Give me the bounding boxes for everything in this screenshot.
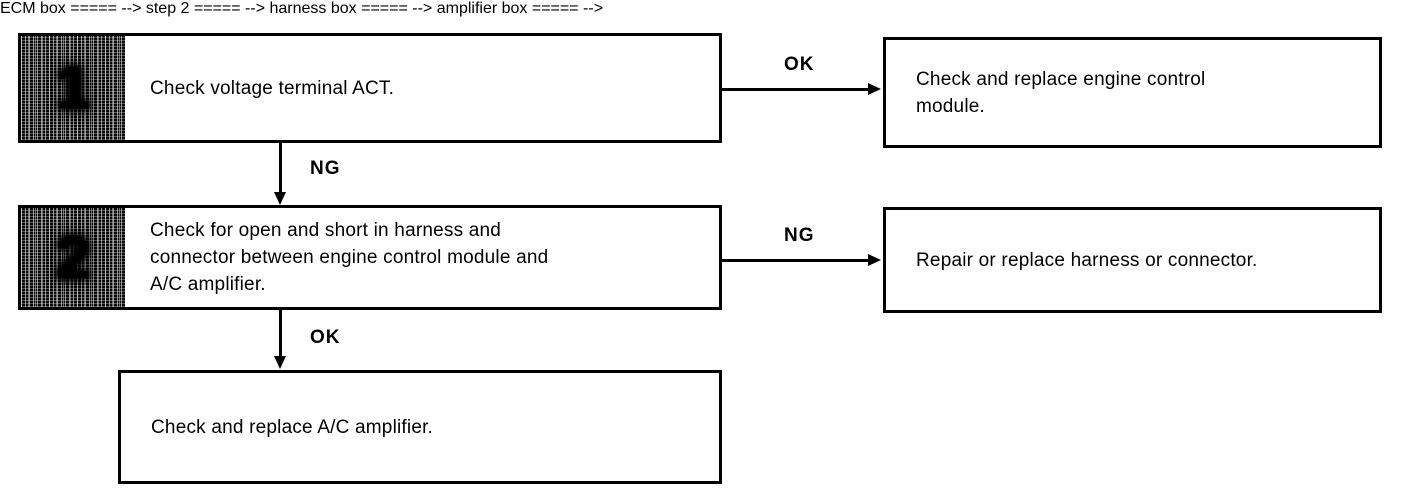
flow-node-result-ecm[interactable]: Check and replace engine control module. (883, 37, 1382, 148)
edge-step1-to-ecm-line (722, 88, 870, 91)
result-harness-text: Repair or replace harness or connector. (916, 249, 1258, 271)
edge-label-step2-to-harness: NG (784, 225, 815, 246)
edge-step2-to-amplifier-line (279, 310, 282, 358)
result-amplifier-text: Check and replace A/C amplifier. (151, 416, 434, 438)
step-2-text: Check for open and short in harness and … (150, 220, 549, 295)
edge-step1-to-step2-arrowhead (274, 192, 286, 205)
edge-step2-to-harness-line (722, 259, 870, 262)
step-number-badge-2: 2 (21, 208, 125, 307)
flow-node-result-amplifier[interactable]: Check and replace A/C amplifier. (118, 370, 722, 484)
edge-label-step1-to-ecm: OK (784, 54, 815, 75)
edge-step1-to-step2-line (279, 143, 282, 195)
flow-node-step-1[interactable]: 1 Check voltage terminal ACT. (18, 33, 722, 143)
step-number-2: 2 (56, 223, 90, 291)
step-1-text: Check voltage terminal ACT. (150, 77, 395, 99)
edge-label-step1-to-step2: NG (310, 158, 341, 179)
flow-node-step-2[interactable]: 2 Check for open and short in harness an… (18, 205, 722, 310)
result-ecm-text: Check and replace engine control module. (916, 68, 1206, 117)
edge-step2-to-amplifier-arrowhead (274, 356, 286, 369)
edge-step1-to-ecm-arrowhead (868, 83, 881, 95)
step-number-1: 1 (56, 54, 90, 121)
edge-label-step2-to-amplifier: OK (310, 327, 341, 348)
edge-step2-to-harness-arrowhead (868, 254, 881, 266)
step-number-badge-1: 1 (21, 36, 125, 140)
flow-node-result-harness[interactable]: Repair or replace harness or connector. (883, 207, 1382, 313)
